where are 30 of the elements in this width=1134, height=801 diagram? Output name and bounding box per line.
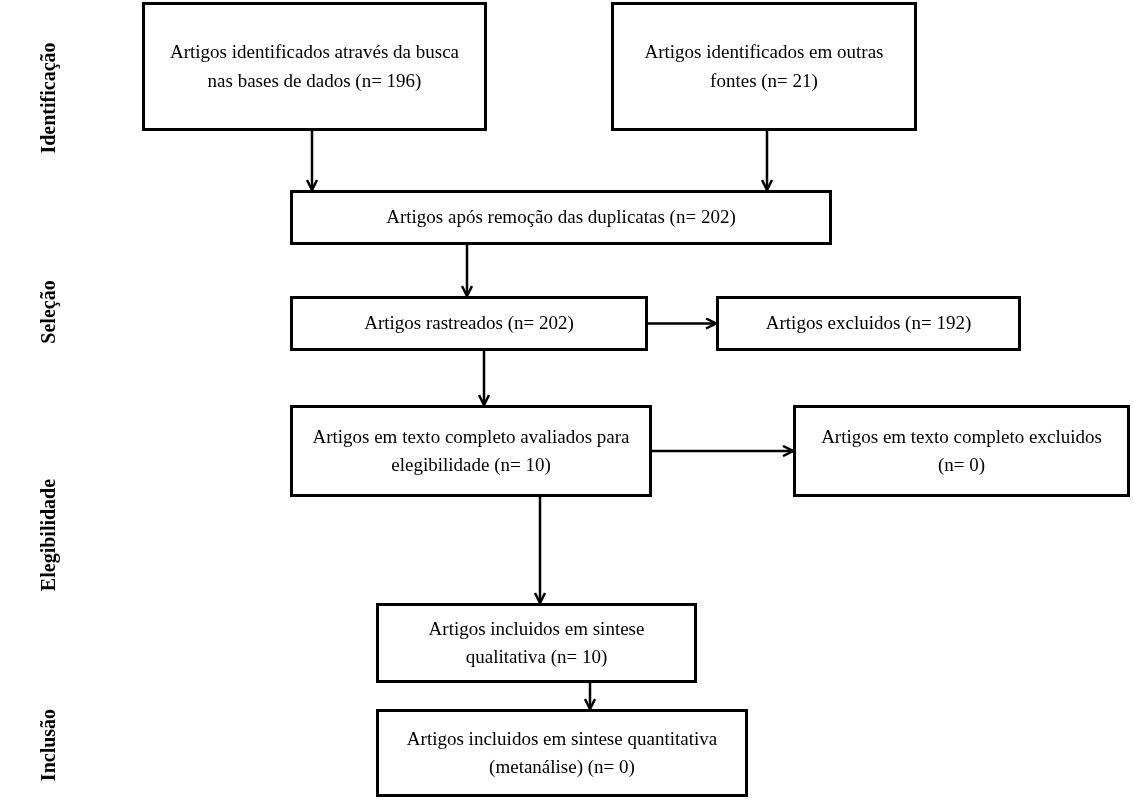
box-text: Artigos em texto completo avaliados para elegibilidade (n= 10) xyxy=(311,424,631,477)
box-text: Artigos incluidos em sintese qualitativa (n= 10) xyxy=(427,616,646,669)
arrow xyxy=(652,444,795,458)
box-text: Artigos após remoção das duplicatas (n= 202) xyxy=(386,205,736,230)
process-box xyxy=(290,405,652,497)
stage-label: Identificação xyxy=(36,42,60,154)
process-box xyxy=(716,296,1021,351)
arrow xyxy=(760,131,774,192)
box-text: Artigos incluidos em sintese quantitativa (metanálise) (n= 0) xyxy=(405,726,719,779)
arrow xyxy=(648,317,718,330)
process-box xyxy=(376,709,748,797)
box-text: Artigos excluidos (n= 192) xyxy=(765,311,972,336)
process-box xyxy=(793,405,1130,497)
box-text: Artigos em texto completo excluidos (n= 0) xyxy=(820,424,1103,477)
box-text: Artigos identificados em outras fontes (n= 21) xyxy=(643,40,885,93)
process-box xyxy=(611,2,917,131)
arrow xyxy=(533,497,547,605)
stage-label: Elegibilidade xyxy=(36,478,60,592)
arrow xyxy=(583,683,597,711)
box-text: Artigos identificados através da busca nas bases de dados (n= 196) xyxy=(168,40,461,93)
arrow xyxy=(305,131,319,192)
process-box xyxy=(376,603,697,683)
stage-label: Inclusão xyxy=(36,708,60,782)
process-box xyxy=(290,296,648,351)
stage-label: Seleção xyxy=(36,280,60,344)
arrow xyxy=(460,245,474,298)
box-text: Artigos rastreados (n= 202) xyxy=(364,311,574,336)
process-box xyxy=(142,2,487,131)
process-box xyxy=(290,190,832,245)
arrow xyxy=(477,351,491,407)
